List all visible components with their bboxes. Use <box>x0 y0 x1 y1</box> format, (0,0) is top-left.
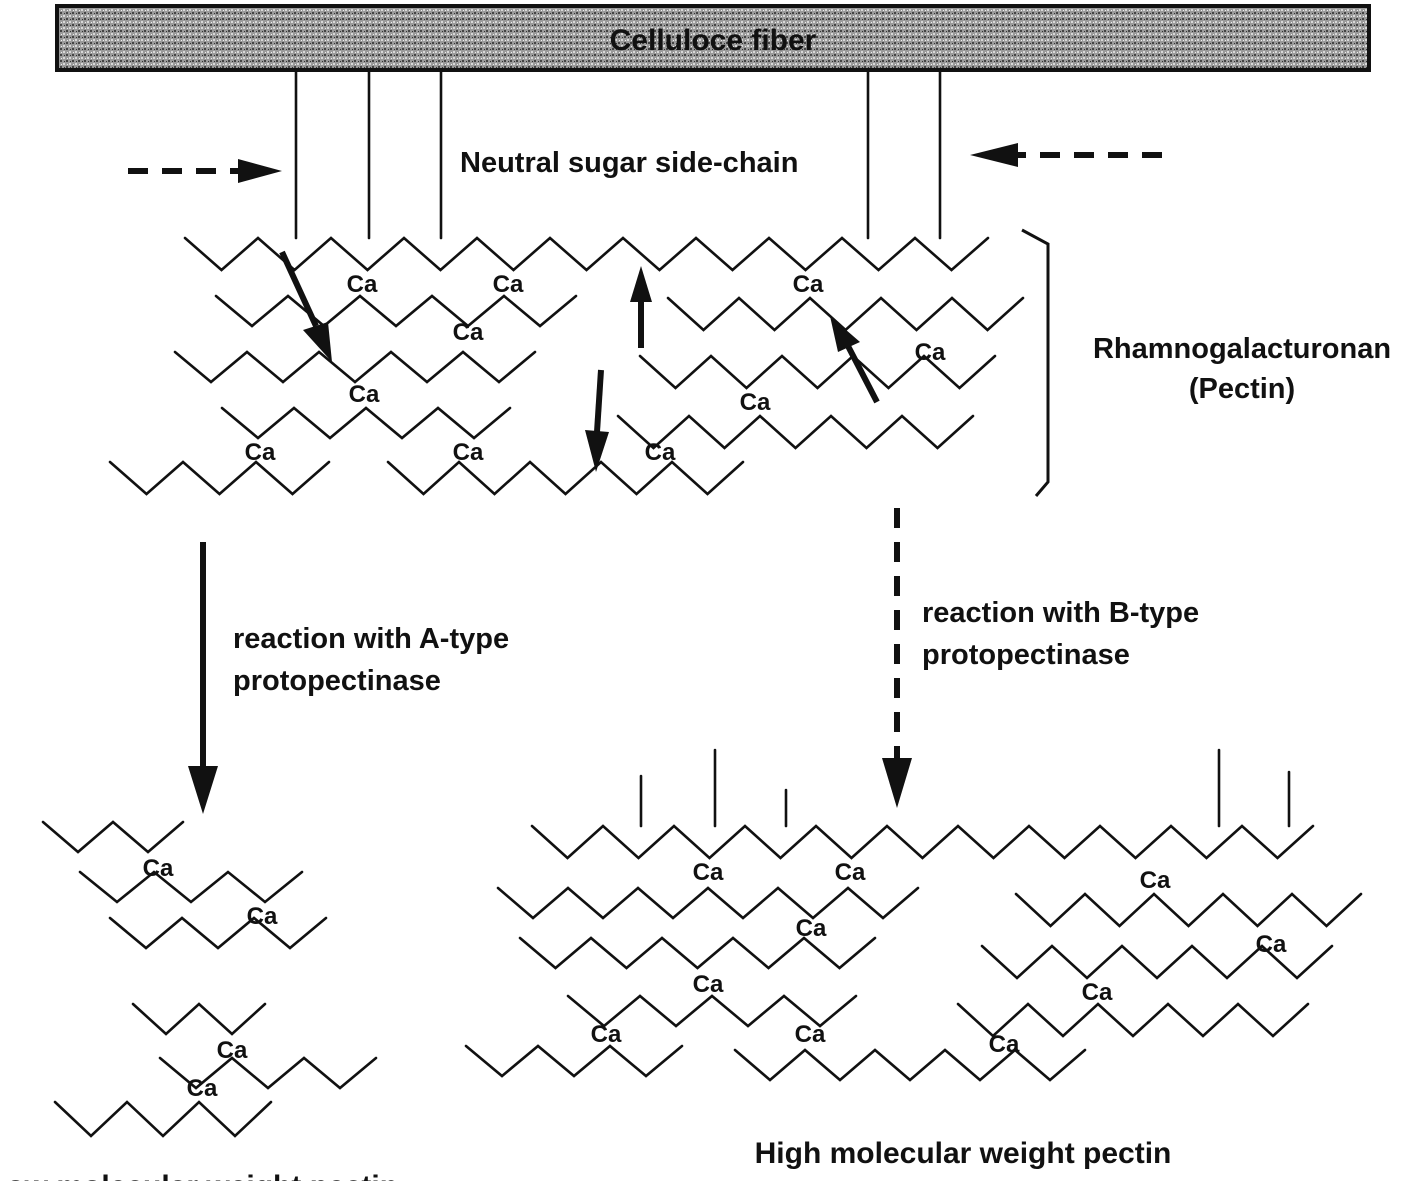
calcium-label-14: Ca <box>187 1075 218 1102</box>
cleavage-arrow-2-head <box>630 266 652 302</box>
pectin-label-line2: (Pectin) <box>1189 373 1295 405</box>
low-mw-pectin-label: Low molecular weight pectin <box>0 1170 398 1181</box>
calcium-label-15: Ca <box>693 859 724 886</box>
cleavage-arrow-3-line <box>594 369 604 433</box>
pectin-chain-14 <box>158 1056 378 1090</box>
calcium-label-23: Ca <box>1082 979 1113 1006</box>
pectin-chain-4 <box>220 406 512 440</box>
pectin-chain-23 <box>980 944 1334 980</box>
calcium-label-3: Ca <box>453 319 484 346</box>
cellulose-fiber-label: Celluloce fiber <box>610 24 817 57</box>
reaction-b-arrow-head <box>882 758 912 808</box>
cellulose-fiber-bar <box>55 4 1371 72</box>
calcium-label-16: Ca <box>835 859 866 886</box>
calcium-label-11: Ca <box>143 855 174 882</box>
calcium-label-17: Ca <box>796 915 827 942</box>
pectin-chain-7 <box>666 296 1025 332</box>
calcium-label-10: Ca <box>645 439 676 466</box>
dashed-arrow-left-head <box>238 159 282 183</box>
pectin-chain-9 <box>616 414 975 450</box>
calcium-label-4: Ca <box>793 271 824 298</box>
pectin-chain-8 <box>638 354 997 390</box>
reaction-a-label-line2: protopectinase <box>233 665 441 697</box>
calcium-label-18: Ca <box>693 971 724 998</box>
calcium-label-1: Ca <box>347 271 378 298</box>
pectin-chain-12 <box>108 916 328 950</box>
pectin-chain-24 <box>956 1002 1310 1038</box>
pectin-chain-11 <box>78 870 304 904</box>
calcium-label-21: Ca <box>1140 867 1171 894</box>
calcium-label-6: Ca <box>349 381 380 408</box>
pectin-chain-13 <box>131 1002 267 1036</box>
high-mw-pectin-label: High molecular weight pectin <box>755 1137 1172 1170</box>
calcium-label-7: Ca <box>740 389 771 416</box>
pectin-chain-22 <box>1014 892 1363 928</box>
pectin-chain-18 <box>518 936 877 970</box>
calcium-label-5: Ca <box>915 339 946 366</box>
calcium-label-13: Ca <box>217 1037 248 1064</box>
reaction-b-label-line2: protopectinase <box>922 639 1130 671</box>
pectin-chain-10 <box>41 820 185 854</box>
reaction-b-label-line1: reaction with B-type <box>922 597 1199 629</box>
reaction-a-label-line1: reaction with A-type <box>233 623 509 655</box>
pectin-chain-16 <box>530 824 1315 860</box>
calcium-label-20: Ca <box>795 1021 826 1048</box>
pectin-chain-21 <box>733 1048 1087 1082</box>
pectin-bracket <box>1021 228 1050 497</box>
pectin-chain-3 <box>173 350 537 384</box>
calcium-label-8: Ca <box>245 439 276 466</box>
pectin-chain-2 <box>214 294 578 328</box>
pectin-chain-19 <box>566 994 858 1028</box>
pectin-chain-5 <box>108 460 331 496</box>
cleavage-arrow-1-head <box>303 322 332 362</box>
reaction-a-arrow-head <box>188 766 218 814</box>
calcium-label-24: Ca <box>989 1031 1020 1058</box>
cleavage-arrow-4-head <box>830 316 860 352</box>
pectin-chain-20 <box>464 1044 684 1078</box>
cleavage-arrow-3-head <box>585 430 609 472</box>
pectin-chain-15 <box>53 1100 273 1138</box>
side-chain-label: Neutral sugar side-chain <box>460 147 798 179</box>
calcium-label-2: Ca <box>493 271 524 298</box>
calcium-label-12: Ca <box>247 903 278 930</box>
calcium-label-22: Ca <box>1256 931 1287 958</box>
calcium-label-19: Ca <box>591 1021 622 1048</box>
pectin-chain-1 <box>183 236 990 272</box>
pectin-chain-6 <box>386 460 745 496</box>
calcium-label-9: Ca <box>453 439 484 466</box>
pectin-label-line1: Rhamnogalacturonan <box>1093 333 1391 365</box>
pectin-chain-17 <box>496 886 920 920</box>
dashed-arrow-right-head <box>970 143 1018 167</box>
